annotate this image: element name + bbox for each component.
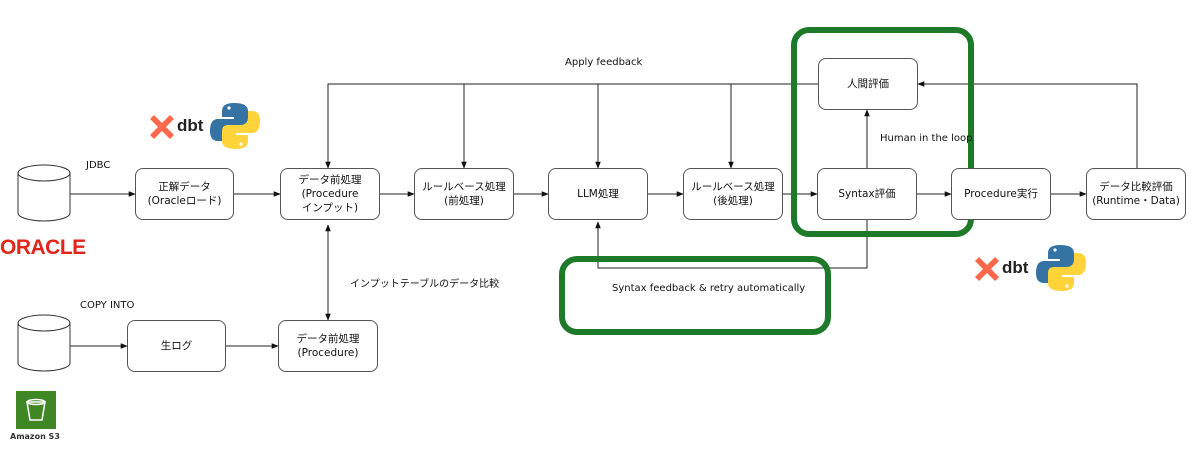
arrow-syntax-feedback <box>595 220 868 269</box>
node-line: ルールベース処理 <box>691 181 775 193</box>
arrow-compare-to-human <box>917 81 1138 168</box>
node-data-compare[interactable]: データ比較評価 (Runtime・Data) <box>1086 168 1186 220</box>
s3-database-icon <box>17 314 71 372</box>
label-apply-feedback: Apply feedback <box>565 57 643 68</box>
feedback-line-to-preproc <box>325 83 818 169</box>
label-syntax-feedback: Syntax feedback & retry automatically <box>612 283 806 294</box>
dbt-logo-text: dbt <box>177 116 204 135</box>
node-line: インプット) <box>301 202 359 214</box>
node-line: データ前処理 <box>296 333 360 345</box>
node-line: (後処理) <box>713 195 753 207</box>
node-line: 生ログ <box>160 340 193 352</box>
oracle-logo: ORACLE <box>0 236 86 259</box>
node-line: (Procedure) <box>297 347 359 359</box>
node-line: LLM処理 <box>577 188 619 200</box>
node-llm[interactable]: LLM処理 <box>548 168 648 220</box>
dbt-icon <box>975 257 999 281</box>
node-line: ルールベース処理 <box>422 181 506 193</box>
node-line: Syntax評価 <box>838 188 896 200</box>
node-rulebase-pre[interactable]: ルールベース処理 (前処理) <box>414 168 514 220</box>
node-line: データ前処理 <box>298 174 362 186</box>
dbt-logo-text: dbt <box>1002 258 1029 277</box>
node-line: (Oracleロード) <box>147 195 222 207</box>
node-line: (Procedure <box>301 188 359 200</box>
amazon-s3-icon <box>16 391 56 429</box>
node-human-eval[interactable]: 人間評価 <box>818 58 918 110</box>
node-preprocess-input[interactable]: データ前処理 (Procedure インプット) <box>280 168 380 220</box>
node-rulebase-post[interactable]: ルールベース処理 (後処理) <box>683 168 783 220</box>
node-line: 正解データ <box>158 181 211 193</box>
node-seikai-data[interactable]: 正解データ (Oracleロード) <box>135 168 234 220</box>
python-icon <box>1036 245 1086 291</box>
oracle-database-icon <box>17 164 71 222</box>
label-jdbc: JDBC <box>86 160 111 171</box>
node-line: (前処理) <box>444 195 484 207</box>
node-syntax-eval[interactable]: Syntax評価 <box>817 168 917 220</box>
node-line: (Runtime・Data) <box>1092 195 1180 207</box>
node-preprocess-procedure[interactable]: データ前処理 (Procedure) <box>278 320 378 372</box>
node-line: データ比較評価 <box>1099 181 1173 193</box>
node-line: 人間評価 <box>847 78 889 90</box>
dbt-icon <box>150 115 174 139</box>
python-icon <box>210 103 260 149</box>
syntax-feedback-highlight <box>559 256 831 335</box>
label-human-in-the-loop: Human in the loop <box>880 133 973 144</box>
node-raw-log[interactable]: 生ログ <box>127 320 226 372</box>
human-loop-highlight <box>791 27 974 237</box>
amazon-s3-label: Amazon S3 <box>10 432 60 441</box>
node-line: Procedure実行 <box>964 188 1038 200</box>
label-copy-into: COPY INTO <box>80 300 135 311</box>
node-procedure-exec[interactable]: Procedure実行 <box>951 168 1051 220</box>
label-input-table-compare: インプットテーブルのデータ比較 <box>350 279 500 290</box>
